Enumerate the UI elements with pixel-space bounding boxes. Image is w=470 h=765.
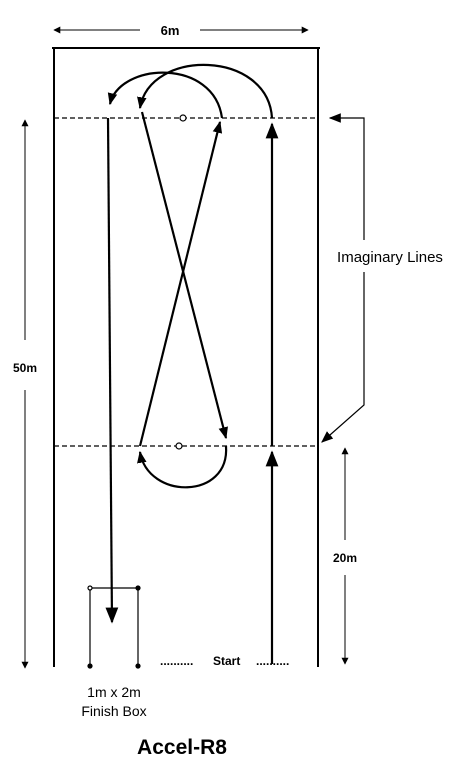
path-diagonal-up — [138, 120, 223, 447]
finish-box-outline — [89, 587, 139, 666]
path-diagonal-down — [140, 111, 228, 440]
finish-box-caption: 1m x 2m Finish Box — [81, 684, 146, 719]
path-final-sprint — [105, 117, 119, 624]
imaginary-lines-pointer-top — [328, 113, 365, 240]
finish-box-label: Finish Box — [81, 703, 146, 719]
cone-marker-bottom — [175, 442, 183, 450]
run-path — [105, 63, 279, 664]
finish-box — [87, 585, 141, 669]
start-dots-left: .......... — [160, 654, 193, 668]
path-top-loop — [137, 63, 274, 119]
finish-box-corner-br — [135, 663, 141, 669]
imaginary-lines-label: Imaginary Lines — [337, 249, 443, 266]
path-small-top-loop — [107, 71, 224, 119]
finish-box-size-label: 1m x 2m — [87, 684, 141, 700]
cone-marker-top — [179, 114, 187, 122]
finish-box-corner-bl — [87, 663, 93, 669]
turn-distance-dimension: 20m — [333, 447, 357, 665]
imaginary-lines-annotation: Imaginary Lines — [321, 113, 443, 443]
length-label: 50m — [13, 361, 37, 375]
finish-box-corner-tl — [87, 585, 93, 591]
diagram-title: Accel-R8 — [137, 736, 227, 759]
start-label: Start — [213, 654, 240, 668]
start-line: .......... Start .......... — [160, 654, 289, 668]
turn-distance-label: 20m — [333, 551, 357, 565]
width-label: 6m — [161, 23, 180, 38]
imaginary-lines-pointer-bottom — [321, 272, 365, 443]
start-dots-right: .......... — [256, 654, 289, 668]
path-bottom-loop — [137, 445, 228, 489]
finish-box-corner-tr — [135, 585, 141, 591]
length-dimension: 50m — [13, 119, 37, 669]
width-dimension: 6m — [53, 23, 309, 38]
field-boundary — [52, 47, 320, 667]
